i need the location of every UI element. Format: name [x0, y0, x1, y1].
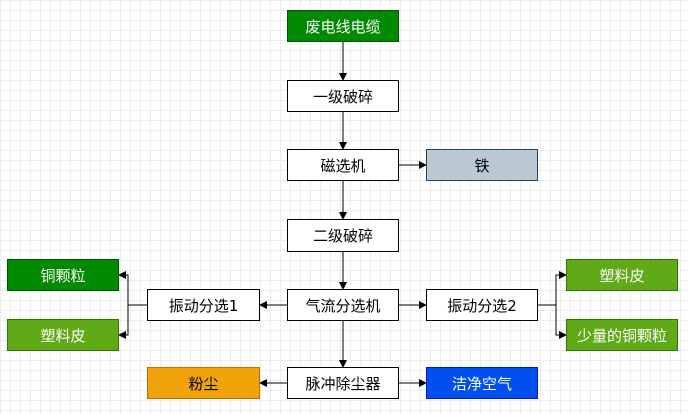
node-pulse-dust-collector: 脉冲除尘器	[287, 367, 399, 399]
node-waste-cable: 废电线电缆	[287, 10, 399, 42]
node-vib-sep-2: 振动分选2	[426, 289, 538, 321]
node-clean-air: 洁净空气	[426, 367, 538, 399]
node-vib-sep-1: 振动分选1	[147, 289, 260, 321]
node-primary-crush: 一级破碎	[287, 80, 399, 112]
node-magnetic-separator: 磁选机	[287, 149, 399, 181]
node-secondary-crush: 二级破碎	[287, 219, 399, 252]
node-air-separator: 气流分选机	[287, 289, 399, 321]
node-iron: 铁	[426, 149, 538, 181]
node-little-copper-granules: 少量的铜颗粒	[566, 319, 678, 351]
edge-vib1-to-copper	[118, 271, 147, 306]
node-copper-granules: 铜颗粒	[7, 259, 119, 291]
node-plastic-skin-right: 塑料皮	[566, 259, 678, 291]
node-dust: 粉尘	[147, 367, 260, 399]
edge-vib2-to-plastic-right	[538, 271, 567, 306]
edge-vib2-to-little-copper	[538, 304, 567, 339]
node-plastic-skin-left: 塑料皮	[7, 319, 119, 351]
edge-vib1-to-plastic-left	[118, 304, 147, 339]
